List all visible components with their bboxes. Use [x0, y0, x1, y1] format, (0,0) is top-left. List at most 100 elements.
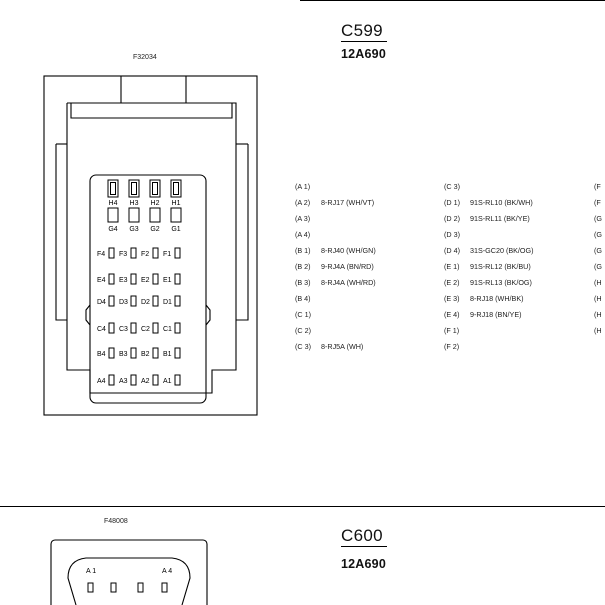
circuit: 9-RJ4A (BN/RD) — [321, 262, 374, 271]
pin-id: (A 1) — [295, 182, 311, 191]
circuit: 91S-RL10 (BK/WH) — [470, 198, 533, 207]
pin-label: A4 — [97, 378, 106, 385]
pin-id: (D 1) — [444, 198, 460, 207]
pin-label: E4 — [97, 277, 106, 284]
pin-id: (A 4) — [295, 230, 311, 239]
label-h4: H4 — [109, 200, 118, 207]
h-row-cavities — [107, 179, 182, 198]
label-h1: H1 — [172, 200, 181, 207]
label-g4: G4 — [108, 226, 117, 233]
pin-label: A3 — [119, 378, 128, 385]
c600-cavities — [87, 582, 168, 593]
pin-id: (G — [594, 262, 602, 271]
section-divider — [0, 506, 605, 507]
pin-id: (H — [594, 310, 602, 319]
pin-id: (G — [594, 214, 602, 223]
circuit: 8-RJ40 (WH/GN) — [321, 246, 376, 255]
pin-label: B4 — [97, 351, 106, 358]
pin-label: F4 — [97, 251, 105, 258]
pin-label: E3 — [119, 277, 128, 284]
pin-label: B3 — [119, 351, 128, 358]
pin-id: (C 3) — [444, 182, 460, 191]
pin-id: (B 2) — [295, 262, 311, 271]
pin-id: (D 4) — [444, 246, 460, 255]
pin-label: C4 — [97, 326, 106, 333]
g-row-labels: G4 G3 G2 G1 — [108, 226, 180, 233]
pin-label: C1 — [163, 326, 172, 333]
label-a4: A 4 — [162, 568, 172, 575]
connector-title-c600: C600 — [341, 526, 383, 545]
cavity-h4 — [107, 179, 119, 198]
pin-id: (F — [594, 182, 601, 191]
pin-id: (H — [594, 278, 602, 287]
pin-label: D2 — [141, 299, 150, 306]
pin-label: F3 — [119, 251, 127, 258]
pin-label: A2 — [141, 378, 150, 385]
pin-id: (G — [594, 230, 602, 239]
pin-id: (E 4) — [444, 310, 460, 319]
pin-id: (B 4) — [295, 294, 311, 303]
figure-id-c600: F48008 — [104, 518, 128, 525]
circuit: 8-RJ5A (WH) — [321, 342, 364, 351]
pin-label: B2 — [141, 351, 150, 358]
g-row-cavities — [107, 207, 182, 223]
pinout-column-1: (A 1) (A 2) 8-RJ17 (WH/VT) (A 3) (A 4) (B… — [295, 182, 435, 362]
pin-id: (D 3) — [444, 230, 460, 239]
pin-id: (F 1) — [444, 326, 460, 335]
figure-id-c599: F32034 — [133, 54, 157, 61]
pin-row-e: E4 E3 E2 E1 — [97, 277, 172, 284]
pinout-column-2: (C 3) (D 1) 91S-RL10 (BK/WH) (D 2) 91S-RL1… — [444, 182, 584, 362]
cavity-h2 — [149, 179, 161, 198]
cavity-h3 — [128, 179, 140, 198]
pin-row-b: B4 B3 B2 B1 — [97, 351, 172, 358]
circuit: 91S-RL12 (BK/BU) — [470, 262, 531, 271]
pin-row-d: D4 D3 D2 D1 — [97, 299, 172, 306]
pin-id: (E 1) — [444, 262, 460, 271]
circuit: 91S-RL13 (BK/OG) — [470, 278, 532, 287]
pin-id: (B 3) — [295, 278, 311, 287]
pin-id: (E 3) — [444, 294, 460, 303]
pin-label: D4 — [97, 299, 106, 306]
pin-id: (B 1) — [295, 246, 311, 255]
pin-label: D3 — [119, 299, 128, 306]
connector-c599-diagram: H4 H3 H2 H1 G4 G3 G2 G1 F4 F3 F2 F1 E4 E… — [43, 75, 258, 416]
label-g1: G1 — [171, 226, 180, 233]
pin-rows: F4 F3 F2 F1 E4 E3 E2 E1 D4 D3 D2 D1 C4 C… — [97, 251, 172, 385]
pin-label: D1 — [163, 299, 172, 306]
pin-row-a: A4 A3 A2 A1 — [97, 378, 172, 385]
pin-id: (H — [594, 326, 602, 335]
pin-label: F2 — [141, 251, 149, 258]
pin-id: (D 2) — [444, 214, 460, 223]
pin-id: (G — [594, 246, 602, 255]
pin-label: C2 — [141, 326, 150, 333]
pin-id: (F — [594, 198, 601, 207]
circuit: 31S-GC20 (BK/OG) — [470, 246, 534, 255]
connector-title-c599: C599 — [341, 21, 383, 40]
circuit: 8-RJ17 (WH/VT) — [321, 198, 375, 207]
label-g3: G3 — [129, 226, 138, 233]
pin-id: (H — [594, 294, 602, 303]
pinout-column-3: (F (F (G (G (G (G (H (H (H (H — [594, 182, 605, 362]
pin-label: E2 — [141, 277, 150, 284]
label-g2: G2 — [150, 226, 159, 233]
circuit: 8-RJ4A (WH/RD) — [321, 278, 376, 287]
pin-label: E1 — [163, 277, 172, 284]
pin-id: (E 2) — [444, 278, 460, 287]
cavity-h1 — [170, 179, 182, 198]
small-cavities — [108, 247, 181, 386]
pin-row-f: F4 F3 F2 F1 — [97, 251, 171, 258]
pin-label: F1 — [163, 251, 171, 258]
connector-c600-diagram: A 1 A 4 — [50, 539, 208, 605]
circuit: 91S-RL11 (BK/YE) — [470, 214, 530, 223]
pin-id: (A 2) — [295, 198, 311, 207]
pin-row-c: C4 C3 C2 C1 — [97, 326, 172, 333]
pin-id: (C 1) — [295, 310, 311, 319]
circuit: 9-RJ18 (BN/YE) — [470, 310, 522, 319]
connector-title-underline — [341, 41, 387, 42]
pin-label: B1 — [163, 351, 172, 358]
connector-title-underline — [341, 546, 387, 547]
pin-id: (C 2) — [295, 326, 311, 335]
pin-id: (A 3) — [295, 214, 311, 223]
pin-label: C3 — [119, 326, 128, 333]
h-row-labels: H4 H3 H2 H1 — [109, 200, 181, 207]
